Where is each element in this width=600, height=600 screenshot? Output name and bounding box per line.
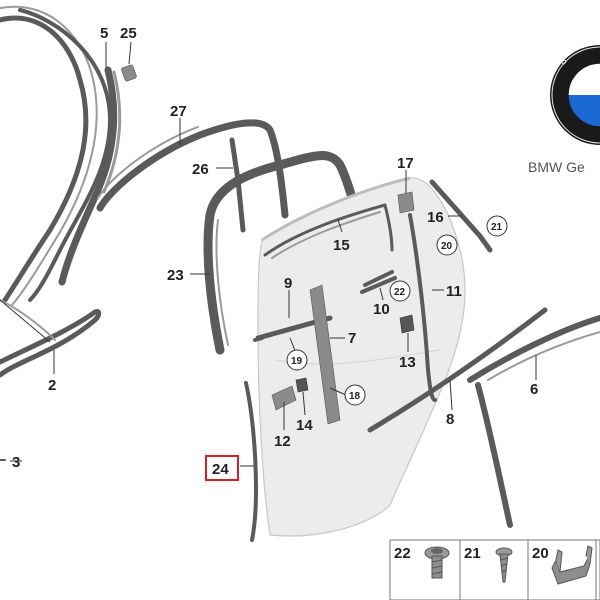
bmw-logo: B — [550, 45, 600, 145]
legend-number-20: 20 — [532, 545, 549, 562]
bracket-part-13 — [399, 314, 415, 334]
label-14: 14 — [296, 417, 313, 434]
clip-part-25 — [121, 64, 137, 82]
circled-22: 22 — [389, 280, 411, 302]
legend-item-21: 21 — [464, 545, 513, 583]
guide-part-11 — [408, 213, 437, 402]
label-17: 17 — [397, 155, 414, 172]
brand-caption: BMW Ge — [528, 159, 585, 175]
circled-21: 21 — [486, 215, 508, 237]
label-8: 8 — [446, 411, 454, 428]
label-26: 26 — [192, 161, 209, 178]
window-channel-part-15 — [263, 203, 394, 259]
label-12: 12 — [274, 433, 291, 450]
bracket-part-12 — [271, 385, 297, 411]
label-23: 23 — [167, 267, 184, 284]
label-c21: 21 — [491, 222, 503, 233]
front-frame-seal — [0, 5, 112, 306]
label-11: 11 — [446, 283, 462, 300]
legend-item-20: 20 — [532, 545, 593, 585]
circled-19: 19 — [286, 349, 308, 371]
label-c20: 20 — [441, 241, 453, 252]
body-seal-part-6 — [467, 315, 600, 528]
circled-labels: 21 20 22 19 18 — [286, 215, 508, 406]
seal-part-24 — [244, 381, 258, 542]
seal-part-2 — [0, 299, 102, 378]
label-9: 9 — [284, 275, 292, 292]
label-2: 2 — [48, 377, 56, 394]
door-seal-part-8 — [367, 307, 548, 433]
label-c19: 19 — [291, 356, 303, 367]
highlighted-label-24: 24 — [205, 455, 239, 481]
door-frame-seal-part-23 — [203, 151, 375, 355]
label-5: 5 — [100, 25, 108, 42]
label-6: 6 — [530, 381, 538, 398]
bracket-clip-icon — [551, 545, 593, 585]
hardware-legend: 22 21 20 — [389, 539, 600, 600]
strip-part-16 — [429, 179, 493, 253]
label-13: 13 — [399, 354, 416, 371]
label-3: 3 — [12, 454, 20, 471]
pillar-trim-part-5 — [58, 66, 122, 286]
screw-icon — [495, 547, 513, 583]
label-c22: 22 — [394, 287, 406, 298]
label-15: 15 — [333, 237, 350, 254]
label-10: 10 — [373, 301, 390, 318]
circled-20: 20 — [436, 234, 458, 256]
svg-text:B: B — [558, 55, 569, 67]
label-27: 27 — [170, 103, 187, 120]
legend-number-21: 21 — [464, 545, 481, 562]
label-24: 24 — [212, 461, 229, 478]
bracket-part-17 — [397, 191, 415, 214]
label-7: 7 — [348, 330, 356, 347]
label-25: 25 — [120, 25, 137, 42]
label-16: 16 — [427, 209, 444, 226]
circled-18: 18 — [344, 384, 366, 406]
bracket-part-14 — [295, 377, 309, 393]
legend-number-22: 22 — [394, 545, 411, 562]
callout-labels: 5 25 27 26 23 2 3 17 16 15 9 10 11 7 13 … — [12, 25, 538, 471]
leader-lines — [0, 41, 537, 467]
label-c18: 18 — [349, 391, 361, 402]
legend-item-22: 22 — [394, 545, 450, 579]
collar-screw-icon — [424, 546, 450, 579]
strip-part-10 — [360, 270, 397, 294]
